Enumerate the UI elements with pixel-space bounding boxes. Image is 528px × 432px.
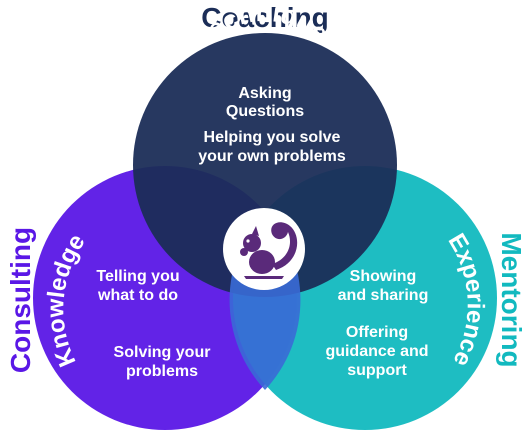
right-line-5: support bbox=[347, 362, 407, 379]
top-line-1: Asking bbox=[238, 85, 291, 102]
left-line-1: Telling you bbox=[96, 268, 179, 285]
top-line-4: your own problems bbox=[198, 148, 346, 165]
right-line-4: guidance and bbox=[325, 343, 428, 360]
coaching-title: Coaching bbox=[201, 2, 329, 33]
consulting-title: Consulting bbox=[5, 227, 36, 373]
right-line-2: and sharing bbox=[338, 287, 429, 304]
mentoring-title: Mentoring bbox=[496, 232, 527, 367]
left-line-3: Solving your bbox=[114, 344, 211, 361]
center-logo bbox=[223, 208, 305, 290]
squirrel-icon bbox=[240, 222, 298, 279]
left-line-2: what to do bbox=[97, 287, 178, 304]
left-line-4: problems bbox=[126, 363, 198, 380]
top-line-2: Questions bbox=[226, 103, 304, 120]
right-line-3: Offering bbox=[346, 324, 408, 341]
top-line-3: Helping you solve bbox=[204, 129, 341, 146]
right-line-1: Showing bbox=[350, 268, 417, 285]
top-circle bbox=[133, 33, 397, 297]
